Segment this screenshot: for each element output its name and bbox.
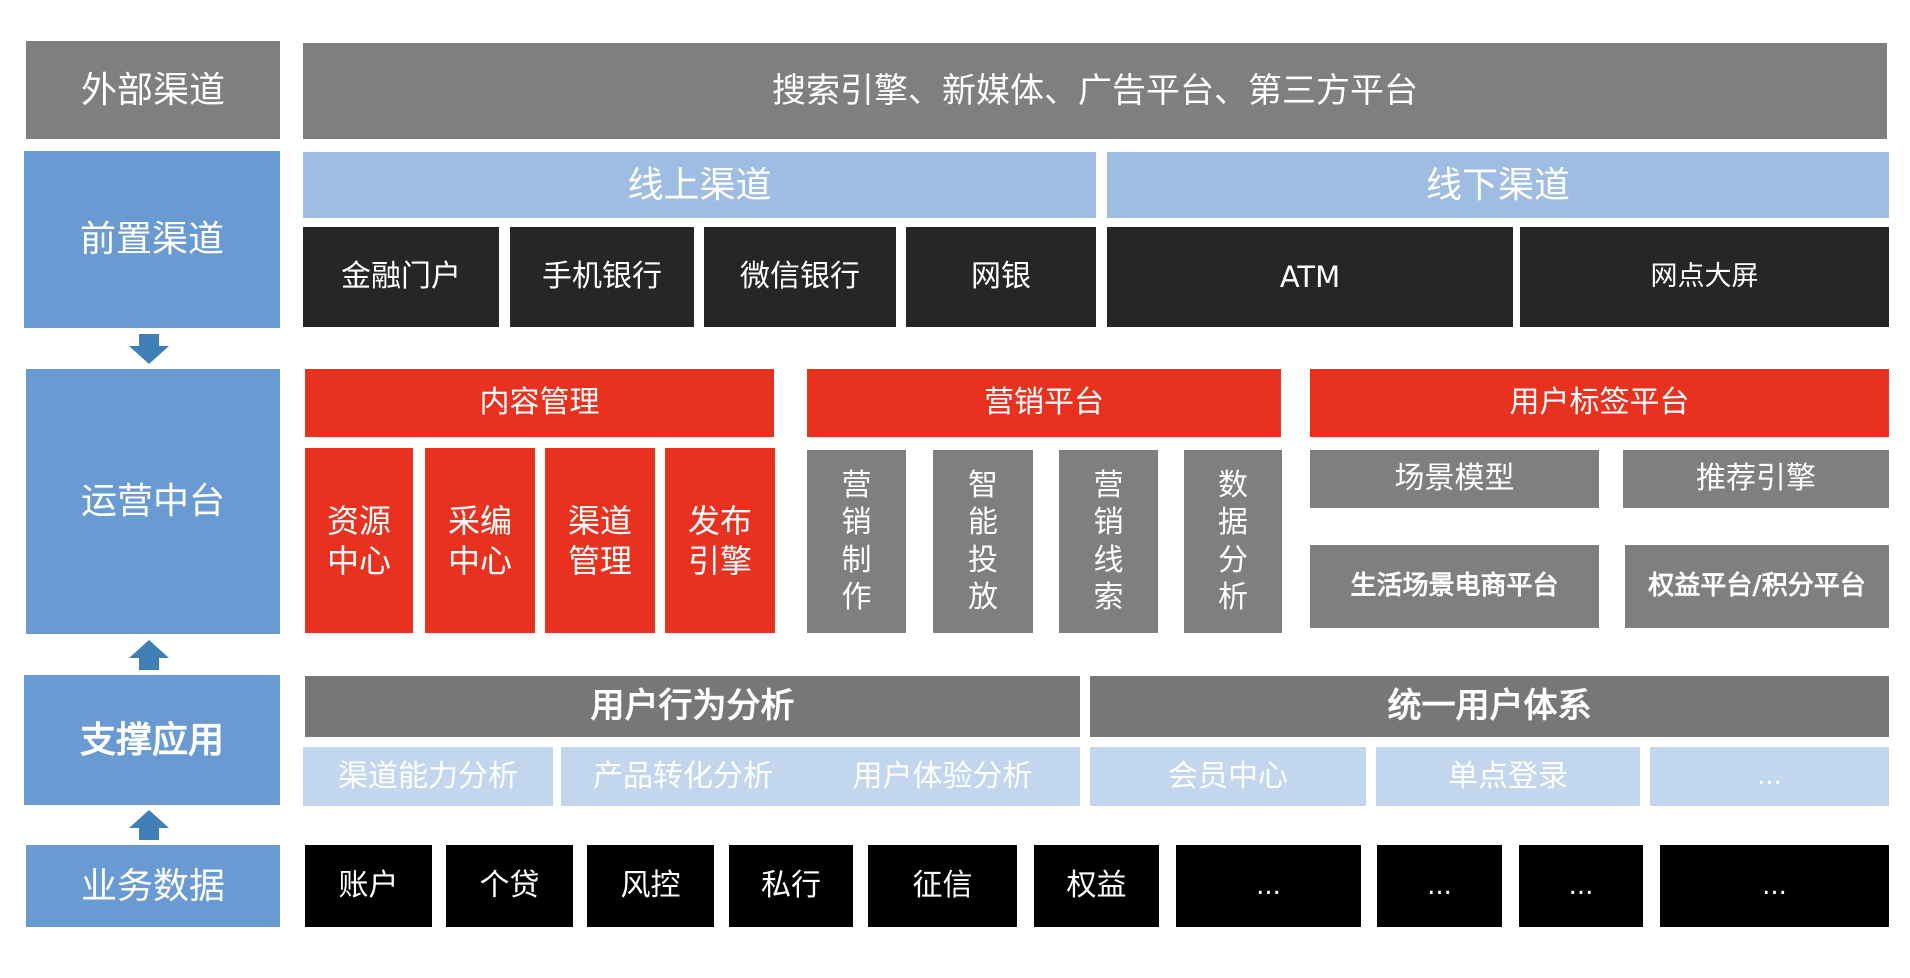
publishing-engine: 发布引擎 [665,448,775,633]
marketing-leads: 营销线索 [1059,450,1158,633]
offline-channels-header: 线下渠道 [1107,152,1889,218]
data-analysis: 数据分析 [1184,450,1282,633]
front-channels-label: 前置渠道 [24,151,280,328]
marketing-platform-header: 营销平台 [807,369,1281,437]
data-private-banking: 私行 [729,845,853,927]
unified-more-placeholder: ... [1650,747,1889,806]
single-sign-on: 单点登录 [1376,747,1640,806]
rights-points-platform: 权益平台/积分平台 [1625,545,1889,628]
operations-platform-label: 运营中台 [26,369,280,634]
arrow-up-icon [129,810,169,840]
channel-financial-portal: 金融门户 [303,227,499,327]
recommendation-engine: 推荐引擎 [1623,450,1889,508]
user-behavior-analysis-header: 用户行为分析 [305,676,1080,737]
arrow-down-icon [129,334,169,364]
channel-branch-screen: 网点大屏 [1520,227,1889,327]
channel-management: 渠道管理 [545,448,655,633]
support-applications-label: 支撑应用 [24,675,280,805]
scene-model: 场景模型 [1310,450,1599,508]
data-more-2: ... [1377,845,1502,927]
channel-mobile-banking: 手机银行 [510,227,694,327]
data-risk-control: 风控 [587,845,714,927]
external-channels-content: 搜索引擎、新媒体、广告平台、第三方平台 [303,43,1887,139]
editorial-center: 采编中心 [425,448,535,633]
channel-capability-analysis: 渠道能力分析 [303,747,553,806]
resource-center: 资源中心 [305,448,413,633]
smart-delivery: 智能投放 [933,450,1033,633]
external-channels-label: 外部渠道 [26,41,280,139]
product-conversion-analysis: 产品转化分析 [561,747,805,806]
member-center: 会员中心 [1090,747,1366,806]
data-more-3: ... [1519,845,1643,927]
data-more-4: ... [1660,845,1889,927]
channel-atm: ATM [1107,227,1513,327]
lifestyle-ecommerce-platform: 生活场景电商平台 [1310,545,1599,628]
online-channels-header: 线上渠道 [303,152,1096,218]
marketing-production: 营销制作 [807,450,906,633]
user-experience-analysis: 用户体验分析 [805,747,1080,806]
unified-user-system-header: 统一用户体系 [1090,676,1889,737]
data-personal-loan: 个贷 [446,845,573,927]
content-management-header: 内容管理 [305,369,774,437]
arrow-up-icon [129,640,169,670]
data-rights: 权益 [1034,845,1159,927]
channel-wechat-banking: 微信银行 [704,227,896,327]
data-account: 账户 [305,845,432,927]
business-data-label: 业务数据 [26,845,280,927]
user-tag-platform-header: 用户标签平台 [1310,369,1889,437]
channel-online-banking: 网银 [906,227,1096,327]
data-credit-investigation: 征信 [868,845,1017,927]
data-more-1: ... [1176,845,1361,927]
